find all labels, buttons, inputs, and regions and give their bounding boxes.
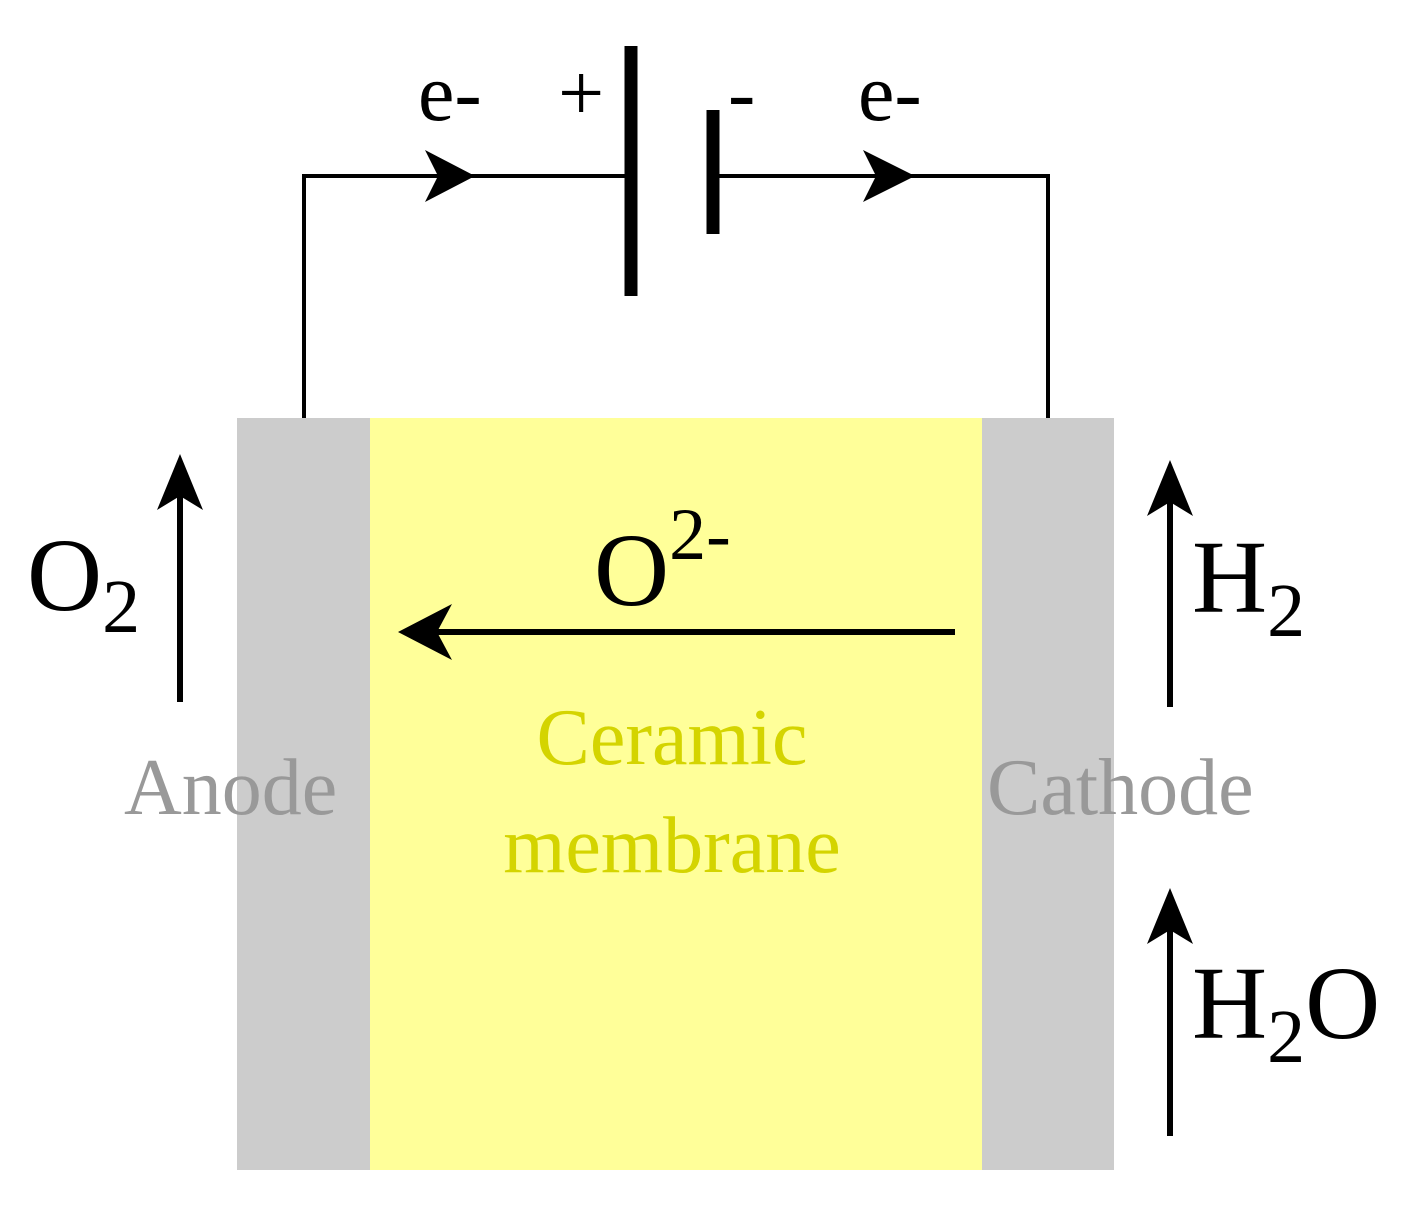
anode-electrode (237, 418, 370, 1170)
hydrogen-label: H2 (1192, 520, 1305, 653)
oxygen-arrowhead (157, 454, 203, 510)
water-arrowhead (1147, 888, 1193, 944)
water-label: H2O (1192, 946, 1380, 1079)
cathode-label: Cathode (987, 744, 1254, 832)
oxygen-subscript: 2 (102, 565, 140, 649)
membrane-label-line2: membrane (503, 802, 841, 890)
circuit-wire-right (714, 174, 1050, 418)
oxide-ion-charge: 2- (669, 494, 731, 576)
water-base: H (1192, 946, 1267, 1061)
oxide-ion-base: O (594, 513, 669, 628)
water-subscript: 2 (1267, 995, 1305, 1079)
oxide-ion-arrowhead (398, 604, 452, 660)
water-tail: O (1305, 946, 1380, 1061)
circuit-wire-left (302, 174, 628, 418)
electron-arrowhead-left (425, 150, 475, 202)
cathode-electrode (982, 418, 1114, 1170)
oxide-ion-label: O2- (594, 494, 731, 628)
hydrogen-subscript: 2 (1267, 569, 1305, 653)
hydrogen-base: H (1192, 520, 1267, 635)
membrane-label-line1: Ceramic (537, 694, 808, 782)
electron-arrowhead-right (863, 150, 915, 202)
hydrogen-arrowhead (1147, 460, 1193, 516)
battery-positive-sign: + (558, 47, 604, 138)
oxygen-base: O (27, 518, 102, 633)
oxygen-label: O2 (27, 518, 140, 649)
battery-negative-sign: - (728, 47, 755, 138)
electron-label-left: e- (418, 47, 482, 138)
anode-label: Anode (124, 744, 337, 832)
electron-label-right: e- (858, 47, 922, 138)
ceramic-membrane (370, 418, 982, 1170)
